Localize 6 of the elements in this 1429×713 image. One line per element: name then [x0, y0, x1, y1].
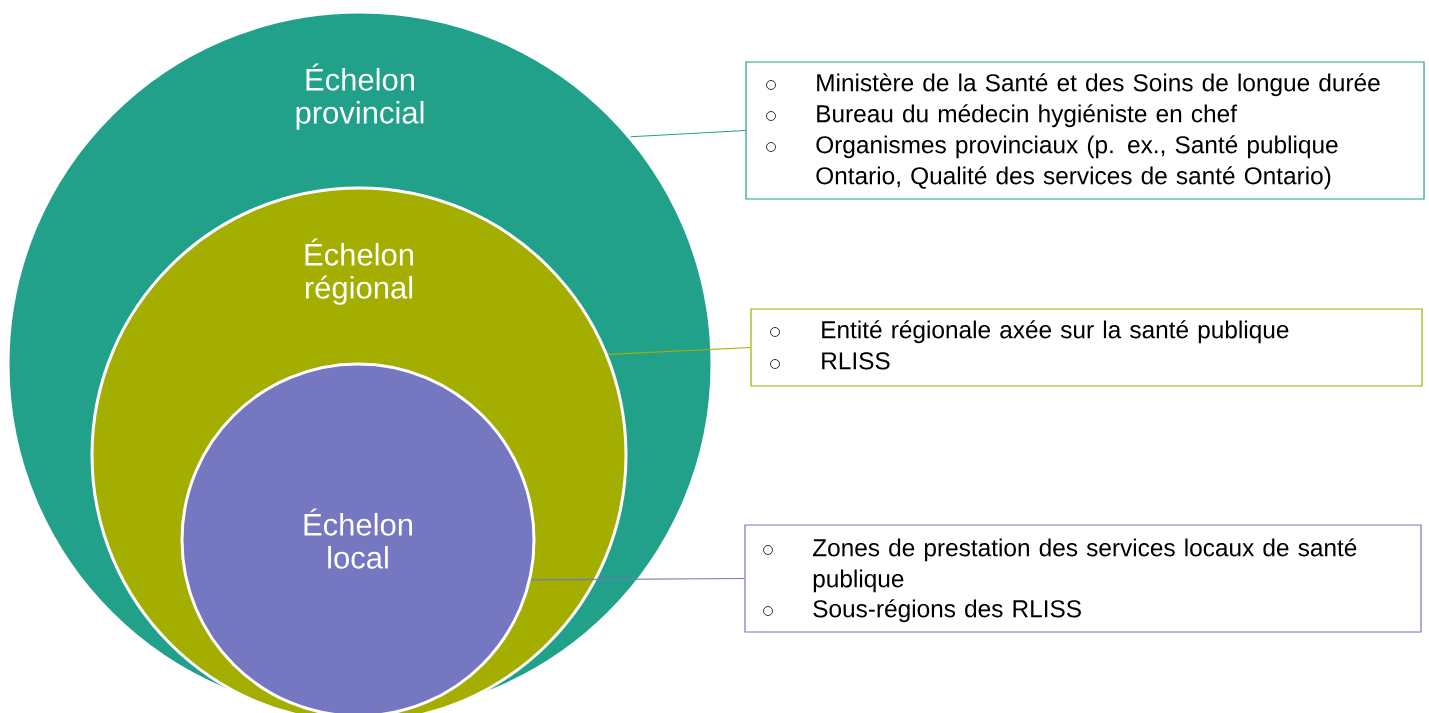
connector-line — [607, 346, 751, 356]
connector-line — [530, 577, 745, 581]
connector-line — [630, 129, 746, 138]
list-box: Ministère de la Santé et des Soins de longue durée Bureau du médecin hygiéniste en chef Organismes provinciaux (p. ex., Santé publique Ontario, Qualité des services de santé Ontario) — [745, 61, 1425, 200]
list-box: Zones de prestation des services locaux de santé publique Sous-régions des RLISS — [744, 524, 1422, 633]
list-box: Entité régionale axée sur la santé publique RLISS — [750, 308, 1423, 387]
